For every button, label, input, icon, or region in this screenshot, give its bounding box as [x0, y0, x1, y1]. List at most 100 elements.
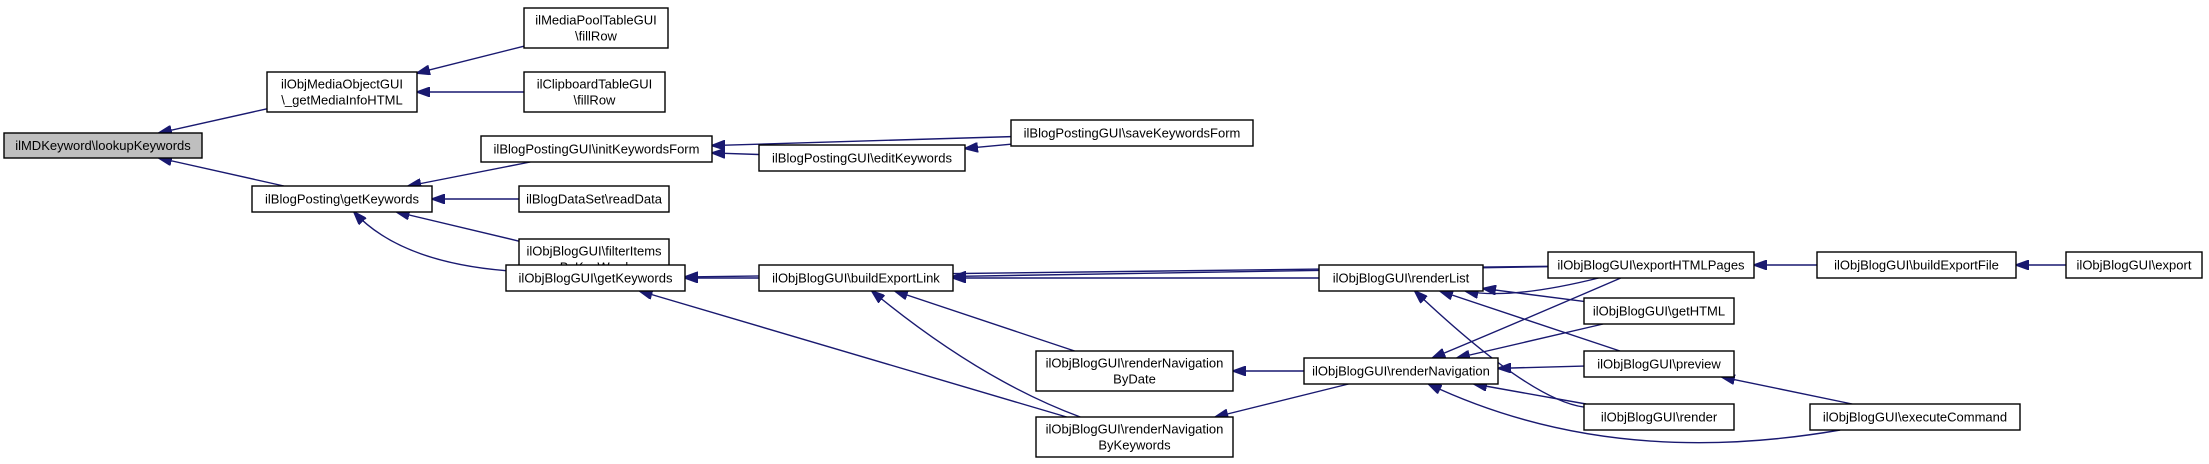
edge-n16-to-n18	[1457, 323, 1604, 358]
edge-line	[1215, 383, 1349, 417]
edge-n4-to-n0	[159, 158, 285, 187]
edge-n22-to-n11	[872, 291, 1081, 418]
node-label: ilObjBlogGUI\getHTML	[1593, 304, 1725, 319]
node-label: ilClipboardTableGUI	[537, 77, 653, 92]
node-label: ilBlogPostingGUI\initKeywordsForm	[494, 142, 700, 157]
edge-line	[1498, 366, 1585, 368]
edge-line	[1474, 384, 1587, 405]
node-label: ilMDKeyword\lookupKeywords	[15, 138, 191, 153]
graph-node-n5[interactable]: ilBlogPostingGUI\initKeywordsForm	[480, 135, 713, 163]
graph-node-n8[interactable]: ilBlogDataSet\readData	[518, 185, 670, 213]
edge-line	[1483, 288, 1585, 303]
graph-node-n11[interactable]: ilObjBlogGUI\buildExportLink	[758, 264, 954, 292]
edge-line	[1440, 291, 1621, 352]
edge-line	[640, 291, 1067, 418]
node-label: ilObjBlogGUI\buildExportFile	[1834, 258, 1999, 273]
edge-n5-to-n4	[408, 161, 531, 186]
graph-node-n20[interactable]: ilObjBlogGUI\executeCommand	[1809, 403, 2021, 431]
node-label: ilObjBlogGUI\executeCommand	[1823, 410, 2007, 425]
node-label: ilObjBlogGUI\renderNavigation	[1046, 356, 1224, 371]
node-label: ilObjBlogGUI\render	[1601, 410, 1718, 425]
edge-line	[1432, 277, 1622, 358]
node-box	[505, 264, 686, 292]
edge-n21-to-n18	[1474, 384, 1587, 405]
node-label: ilBlogPostingGUI\editKeywords	[772, 151, 952, 166]
node-box	[3, 132, 203, 159]
edge-line	[354, 212, 507, 272]
node-box	[1303, 357, 1499, 385]
edge-n12-to-n15	[1465, 277, 1599, 294]
node-box	[1583, 297, 1735, 325]
node-box	[1035, 350, 1234, 392]
node-label: ilObjBlogGUI\renderNavigation	[1312, 364, 1490, 379]
edge-n22-to-n10	[640, 291, 1067, 418]
edge-line	[1428, 384, 1841, 444]
node-label: \fillRow	[575, 29, 618, 44]
node-box	[1583, 403, 1735, 431]
node-label: ByKeywords	[1098, 438, 1171, 453]
node-box	[266, 71, 418, 113]
node-label: ilObjBlogGUI\renderList	[1333, 271, 1470, 286]
edge-n20-to-n18	[1428, 384, 1841, 444]
edge-n10-to-n4	[354, 212, 507, 272]
edge-n19-to-n15	[1440, 291, 1621, 352]
node-box	[1318, 264, 1484, 292]
edge-line	[159, 158, 285, 187]
node-box	[1010, 119, 1254, 147]
graph-node-n4[interactable]: ilBlogPosting\getKeywords	[251, 185, 433, 213]
node-box	[518, 185, 670, 213]
graph-node-n2[interactable]: ilMediaPoolTableGUI\fillRow	[523, 7, 669, 49]
edge-line	[1722, 377, 1853, 405]
edge-n20-to-n19	[1722, 377, 1853, 405]
graph-node-n14[interactable]: ilObjBlogGUI\export	[2065, 251, 2203, 279]
graph-node-n3[interactable]: ilClipboardTableGUI\fillRow	[523, 71, 666, 113]
edge-n6-to-n7	[965, 144, 1012, 148]
graph-node-n12[interactable]: ilObjBlogGUI\exportHTMLPages	[1547, 251, 1755, 279]
graph-node-n19[interactable]: ilObjBlogGUI\preview	[1583, 350, 1735, 378]
edge-n9-to-n4	[397, 212, 520, 242]
edge-line	[397, 212, 520, 242]
edge-line	[159, 108, 268, 133]
edge-line	[1457, 323, 1604, 358]
node-label: ilBlogDataSet\readData	[526, 192, 663, 207]
graph-node-n21[interactable]: ilObjBlogGUI\render	[1583, 403, 1735, 431]
node-label: ilObjBlogGUI\export	[2077, 258, 2192, 273]
node-box	[251, 185, 433, 213]
graph-node-n6[interactable]: ilBlogPostingGUI\saveKeywordsForm	[1010, 119, 1254, 147]
edge-n16-to-n15	[1483, 288, 1585, 303]
graph-node-n13[interactable]: ilObjBlogGUI\buildExportFile	[1816, 251, 2017, 279]
graph-node-n16[interactable]: ilObjBlogGUI\getHTML	[1583, 297, 1735, 325]
graph-node-n7[interactable]: ilBlogPostingGUI\editKeywords	[758, 144, 966, 172]
edge-line	[1415, 291, 1585, 408]
node-label: ilBlogPosting\getKeywords	[265, 192, 419, 207]
graph-node-n18[interactable]: ilObjBlogGUI\renderNavigation	[1303, 357, 1499, 385]
edge-n19-to-n18	[1498, 366, 1585, 368]
node-label: \_getMediaInfoHTML	[281, 93, 402, 108]
node-box	[758, 264, 954, 292]
graph-node-n15[interactable]: ilObjBlogGUI\renderList	[1318, 264, 1484, 292]
graph-node-n1[interactable]: ilObjMediaObjectGUI\_getMediaInfoHTML	[266, 71, 418, 113]
node-label: ilObjBlogGUI\filterItems	[526, 244, 662, 259]
edge-line	[965, 144, 1012, 148]
node-box	[1583, 350, 1735, 378]
node-label: ilObjBlogGUI\exportHTMLPages	[1557, 258, 1745, 273]
edge-line	[872, 291, 1081, 418]
node-box	[1809, 403, 2021, 431]
node-label: ilMediaPoolTableGUI	[535, 13, 656, 28]
edge-n12-to-n18	[1432, 277, 1622, 358]
edge-line	[417, 45, 525, 73]
node-label: ilBlogPostingGUI\saveKeywordsForm	[1024, 126, 1241, 141]
node-box	[2065, 251, 2203, 279]
node-label: ilObjMediaObjectGUI	[281, 77, 403, 92]
node-box	[758, 144, 966, 172]
edge-line	[895, 291, 1075, 352]
edge-n7-to-n5	[712, 153, 760, 155]
node-label: ilObjBlogGUI\buildExportLink	[772, 271, 940, 286]
graph-node-n10[interactable]: ilObjBlogGUI\getKeywords	[505, 264, 686, 292]
edge-n2-to-n1	[417, 45, 525, 73]
node-box	[480, 135, 713, 163]
graph-node-n0[interactable]: ilMDKeyword\lookupKeywords	[3, 132, 203, 159]
